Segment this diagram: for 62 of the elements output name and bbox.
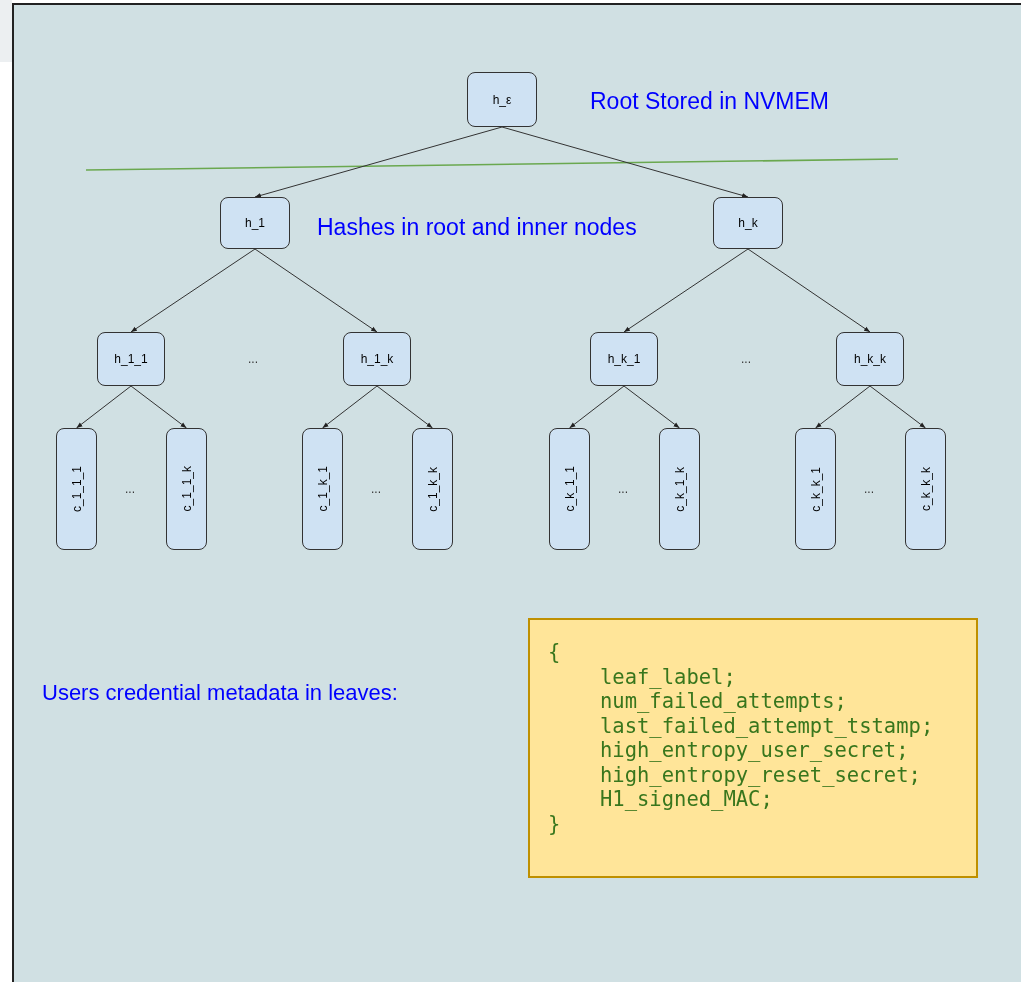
leaf-node-box	[905, 428, 946, 550]
node-label: c_k_1_k	[672, 466, 687, 512]
ellipsis: ...	[125, 482, 135, 496]
leaf-node-box	[412, 428, 453, 550]
annotation-text: Hashes in root and inner nodes	[317, 214, 637, 241]
arrow	[623, 248, 749, 333]
node-label: c_k_k_k	[918, 467, 933, 511]
code-line: num_failed_attempts;	[599, 689, 847, 714]
node-label: h_1	[245, 216, 265, 230]
node-label: c_1_1_k	[179, 466, 194, 512]
hash-node-box	[713, 197, 783, 249]
annotation-text: Root Stored in NVMEM	[590, 88, 830, 115]
node-label: h_1_1	[114, 352, 148, 366]
arrow	[569, 385, 625, 429]
leaf-node-box	[166, 428, 207, 550]
code-line: {	[548, 640, 561, 665]
annotation-text: Users credential metadata in leaves:	[42, 680, 398, 706]
ellipsis: ...	[248, 352, 258, 366]
leaf-node-box	[659, 428, 700, 550]
leaf-node-box	[302, 428, 343, 550]
code-box	[528, 618, 978, 878]
code-line: leaf_label;	[599, 664, 736, 689]
ellipsis: ...	[741, 352, 751, 366]
arrow	[376, 385, 433, 429]
code-line: }	[548, 811, 561, 836]
hash-node-box	[836, 332, 904, 386]
node-label: h_1_k	[360, 352, 394, 366]
leaf-node-box	[549, 428, 590, 550]
arrow	[815, 385, 871, 429]
node-label: c_k_k_1	[808, 466, 823, 512]
code-line: high_entropy_user_secret;	[599, 738, 909, 763]
hash-node-box	[467, 72, 537, 127]
ellipsis: ...	[618, 482, 628, 496]
arrow	[623, 385, 680, 429]
leaf-node-box	[56, 428, 97, 550]
node-label: h_k_k	[854, 352, 886, 366]
arrow	[747, 248, 871, 333]
ellipsis: ...	[864, 482, 874, 496]
code-line: high_entropy_reset_secret;	[599, 762, 921, 787]
hash-node-box	[343, 332, 411, 386]
node-label: c_1_k_k	[425, 466, 440, 512]
arrow	[501, 126, 749, 198]
arrow	[254, 248, 378, 333]
arrow	[76, 385, 132, 429]
arrow	[869, 385, 926, 429]
arrow	[130, 248, 256, 333]
hash-node-box	[97, 332, 165, 386]
ellipsis: ...	[371, 482, 381, 496]
node-label: h_k_1	[607, 352, 641, 366]
hash-node-box	[220, 197, 290, 249]
node-label: h_k	[738, 216, 758, 230]
arrow	[254, 126, 503, 198]
node-label: c_k_1_1	[562, 466, 577, 512]
arrow	[130, 385, 187, 429]
leaf-node-box	[795, 428, 836, 550]
node-label: h_ε	[492, 92, 512, 107]
hash-node-box	[590, 332, 658, 386]
node-label: c_1_k_1	[315, 466, 330, 512]
code-line: H1_signed_MAC;	[599, 787, 773, 812]
code-line: last_failed_attempt_tstamp;	[599, 713, 934, 738]
arrow	[322, 385, 378, 429]
node-label: c_1_1_1	[69, 465, 84, 512]
